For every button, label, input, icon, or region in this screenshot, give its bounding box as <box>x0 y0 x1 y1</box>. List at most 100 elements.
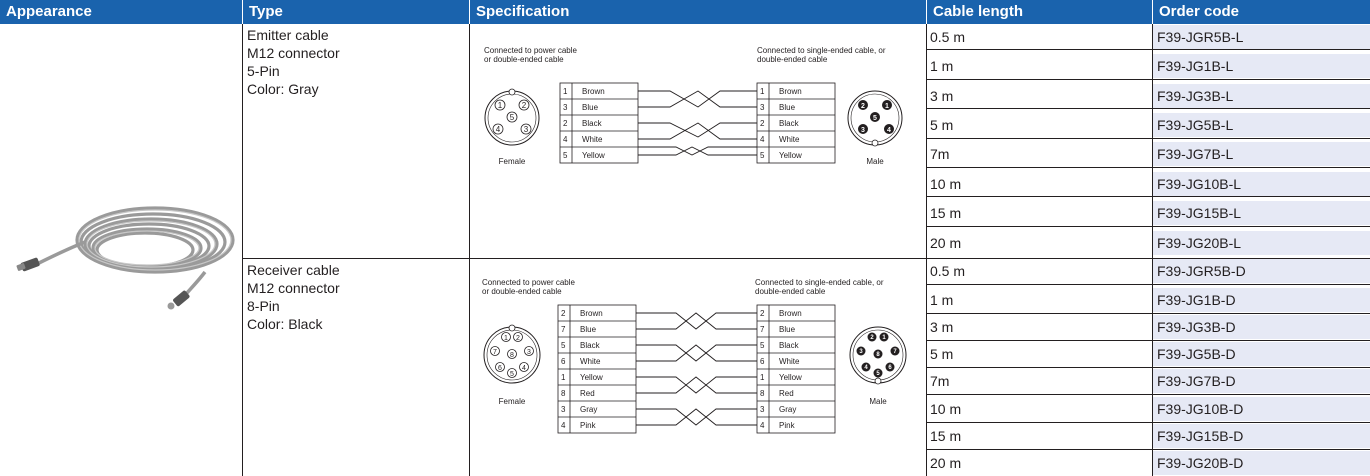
male-pin: 5 <box>873 115 877 122</box>
row-divider <box>927 138 1370 139</box>
wire-color: Gray <box>580 405 597 414</box>
wire-pin: 2 <box>760 309 765 318</box>
wire-pin: 4 <box>760 135 765 144</box>
female-pin: 4 <box>496 125 501 134</box>
male-pin: 7 <box>893 349 897 355</box>
cable-length-cell: 5 m <box>930 346 954 362</box>
emitter-wiring-diagram: Connected to power cable or double-ended… <box>484 46 903 166</box>
wire-color: Pink <box>779 421 796 430</box>
header-appearance: Appearance <box>0 0 242 24</box>
wire-pin: 2 <box>760 119 765 128</box>
order-code-cell: F39-JG15B-D <box>1153 424 1370 448</box>
type-line: M12 connector <box>247 280 340 296</box>
grid-line <box>1152 24 1153 476</box>
wire-pin: 8 <box>760 389 765 398</box>
left-caption-line: or double-ended cable <box>484 55 564 64</box>
wire-pin: 5 <box>760 151 765 160</box>
female-pin: 1 <box>498 101 503 110</box>
wire-color: Black <box>779 341 800 350</box>
male-connector: 1 2 3 4 5 Male <box>847 90 903 166</box>
row-divider <box>927 449 1370 450</box>
wire-color: Black <box>779 119 800 128</box>
order-code-cell: F39-JG1B-L <box>1153 54 1370 78</box>
order-code-cell: F39-JGR5B-D <box>1153 259 1370 283</box>
cable-length-cell: 1 m <box>930 292 954 308</box>
female-pin: 6 <box>498 365 502 372</box>
wire-color: Red <box>779 389 794 398</box>
female-pin: 5 <box>510 113 515 122</box>
type-line: 5-Pin <box>247 63 280 79</box>
female-label: Female <box>499 397 526 406</box>
wire-color: Black <box>580 341 601 350</box>
wire-pin: 2 <box>561 309 566 318</box>
order-code-cell: F39-JG1B-D <box>1153 288 1370 312</box>
wire-color: Gray <box>779 405 796 414</box>
wire-pin: 4 <box>563 135 568 144</box>
female-pin: 8 <box>510 352 514 359</box>
wire-pin: 3 <box>760 103 765 112</box>
cable-length-cell: 10 m <box>930 176 962 192</box>
type-line: Color: Black <box>247 316 323 332</box>
grid-line <box>469 24 470 476</box>
cable-length-cell: 3 m <box>930 88 954 104</box>
cable-length-cell: 15 m <box>930 428 962 444</box>
wire-pin: 7 <box>760 325 765 334</box>
female-connector: 1 2 3 4 5 6 7 8 Female <box>483 324 541 406</box>
male-label: Male <box>866 157 884 166</box>
female-label: Female <box>499 157 526 166</box>
wire-pin: 3 <box>561 405 566 414</box>
order-code-cell: F39-JG10B-L <box>1153 172 1370 196</box>
type-line: Receiver cable <box>247 262 340 278</box>
left-wire-table: 1 Brown 3 Blue 2 Black 4 White 5 Yellow <box>559 82 639 164</box>
row-divider <box>927 79 1370 80</box>
wire-pin: 5 <box>760 341 765 350</box>
wire-color: Blue <box>582 103 599 112</box>
row-divider <box>927 284 1370 285</box>
right-caption-line: Connected to single-ended cable, or <box>757 46 886 55</box>
male-pin: 3 <box>861 127 865 134</box>
wire-pin: 3 <box>563 103 568 112</box>
section-divider <box>242 258 1370 259</box>
female-pin: 2 <box>522 101 527 110</box>
wire-pin: 5 <box>563 151 568 160</box>
left-caption-line: Connected to power cable <box>484 46 578 55</box>
receiver-wires <box>636 312 757 426</box>
male-pin: 6 <box>888 365 892 371</box>
wire-pin: 5 <box>561 341 566 350</box>
male-pin: 8 <box>876 352 880 358</box>
grid-line <box>242 24 243 476</box>
cable-length-cell: 0.5 m <box>930 29 966 45</box>
order-code-cell: F39-JG15B-L <box>1153 201 1370 225</box>
male-connector: 1 2 3 4 5 6 7 8 Male <box>849 326 907 406</box>
wire-color: Black <box>582 119 603 128</box>
cable-length-cell: 15 m <box>930 205 962 221</box>
wire-color: Brown <box>582 87 605 96</box>
cable-length-cell: 5 m <box>930 117 954 133</box>
emitter-type: Emitter cable M12 connector 5-Pin Color:… <box>247 26 340 98</box>
cable-length-cell: 20 m <box>930 235 962 251</box>
row-divider <box>927 196 1370 197</box>
wire-color: Red <box>580 389 595 398</box>
row-divider <box>927 167 1370 168</box>
row-divider <box>927 108 1370 109</box>
wire-color: Pink <box>580 421 597 430</box>
wire-color: Brown <box>580 309 603 318</box>
wire-color: White <box>580 357 601 366</box>
order-code-cell: F39-JG20B-L <box>1153 231 1370 255</box>
type-line: Emitter cable <box>247 27 329 43</box>
wire-color: Yellow <box>779 151 802 160</box>
type-line: M12 connector <box>247 45 340 61</box>
wire-pin: 6 <box>760 357 765 366</box>
right-caption-line: Connected to single-ended cable, or <box>755 278 884 287</box>
cable-length-cell: 20 m <box>930 455 962 471</box>
right-caption-line: double-ended cable <box>757 55 828 64</box>
wire-pin: 6 <box>561 357 566 366</box>
emitter-wires <box>638 90 757 156</box>
right-wire-table: 2 Brown 7 Blue 5 Black 6 White 1 Yellow … <box>756 304 836 434</box>
cable-length-cell: 1 m <box>930 58 954 74</box>
male-pin: 1 <box>882 335 886 341</box>
female-pin: 7 <box>493 349 497 356</box>
male-pin: 2 <box>861 103 865 110</box>
receiver-wiring-diagram: Connected to power cable or double-ended… <box>482 278 907 434</box>
wire-color: Yellow <box>582 151 605 160</box>
